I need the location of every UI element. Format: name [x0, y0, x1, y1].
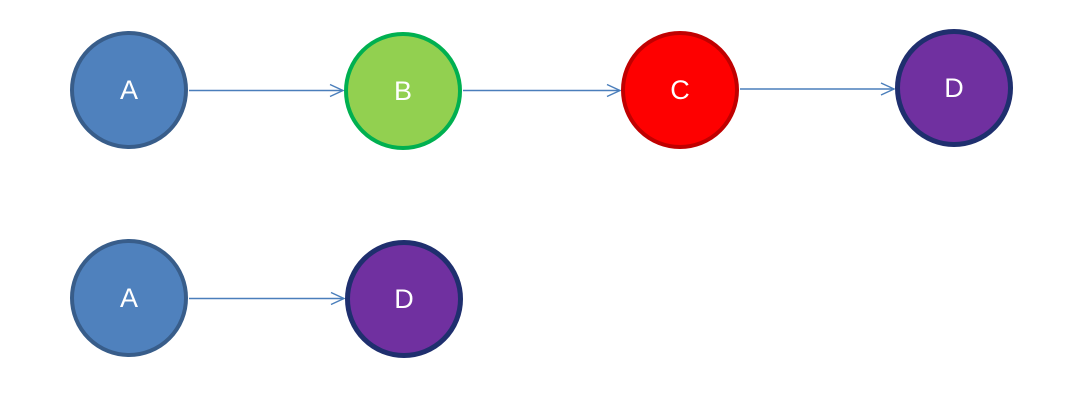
- node-label: D: [394, 283, 414, 314]
- node-label: A: [119, 282, 138, 313]
- node-c-top: C: [621, 31, 739, 149]
- node-label: D: [944, 72, 964, 103]
- node-a-bottom: A: [70, 239, 188, 357]
- node-d-bottom: D: [345, 240, 463, 358]
- node-label: C: [670, 74, 690, 105]
- node-label: B: [393, 75, 412, 106]
- node-a-top: A: [70, 31, 188, 149]
- node-d-top: D: [895, 29, 1013, 147]
- node-label: A: [119, 74, 138, 105]
- node-b-top: B: [344, 32, 462, 150]
